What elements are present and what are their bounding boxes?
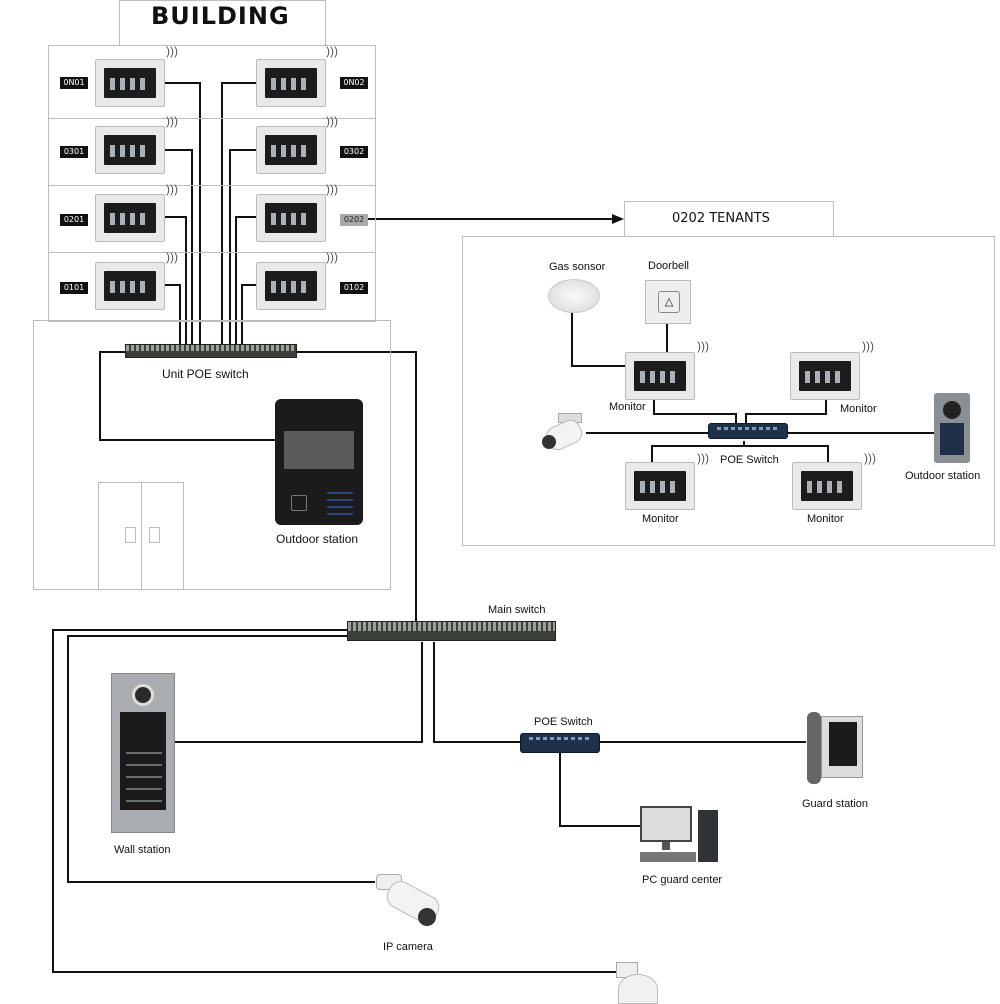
indoor-monitor: [95, 262, 165, 310]
tenants-title: 0202 TENANTS: [672, 211, 770, 226]
unit-tag: 0N01: [60, 77, 88, 89]
indoor-monitor: [256, 126, 326, 174]
wall-station-device: [111, 673, 175, 833]
dome-camera-icon: [612, 958, 658, 1004]
wifi-icon: ))): [166, 114, 178, 128]
tenant-poe-label: POE Switch: [720, 454, 779, 466]
doorbell-label: Doorbell: [648, 260, 689, 272]
tenant-monitor: [790, 352, 860, 400]
monitor-label: Monitor: [807, 513, 844, 525]
tenants-area: [462, 236, 995, 546]
unit-tag-highlighted: 0202: [340, 214, 368, 226]
wifi-icon: ))): [166, 44, 178, 58]
ip-camera-label: IP camera: [383, 941, 433, 953]
building-title: BUILDING: [151, 2, 290, 30]
tenant-outdoor-label: Outdoor station: [905, 470, 981, 482]
wifi-icon: ))): [697, 339, 709, 353]
gas-sensor-device: [548, 279, 600, 313]
indoor-monitor: [95, 194, 165, 242]
unit-tag: 0302: [340, 146, 368, 158]
wifi-icon: ))): [862, 339, 874, 353]
main-switch: [347, 621, 556, 641]
bell-icon: △: [658, 291, 680, 313]
unit-poe-switch: [125, 344, 297, 358]
unit-tag: 0102: [340, 282, 368, 294]
outdoor-station-device: [275, 399, 363, 525]
indoor-monitor: [256, 262, 326, 310]
guard-station-device: [803, 712, 865, 788]
monitor-label: Monitor: [642, 513, 679, 525]
pc-icon: [640, 806, 720, 868]
tenant-poe-switch: [708, 423, 788, 439]
tenant-monitor: [625, 352, 695, 400]
network-poe-label: POE Switch: [534, 716, 593, 728]
pc-guard-label: PC guard center: [642, 874, 723, 886]
tenant-monitor: [625, 462, 695, 510]
main-switch-label: Main switch: [488, 604, 546, 616]
unit-tag: 0301: [60, 146, 88, 158]
tenant-monitor: [792, 462, 862, 510]
indoor-monitor: [256, 59, 326, 107]
entrance-door: [98, 482, 184, 590]
camera-icon: [540, 413, 586, 457]
unit-tag: 0N02: [340, 77, 368, 89]
indoor-monitor: [95, 59, 165, 107]
wifi-icon: ))): [326, 44, 338, 58]
unit-tag: 0101: [60, 282, 88, 294]
doorbell-device: △: [645, 280, 691, 324]
wall-station-label: Wall station: [114, 844, 171, 856]
wifi-icon: ))): [326, 182, 338, 196]
gas-sensor-label: Gas sonsor: [549, 261, 606, 273]
building-outdoor-label: Outdoor station: [276, 532, 359, 546]
monitor-label: Monitor: [840, 403, 877, 415]
network-poe-switch: [520, 733, 600, 753]
indoor-monitor: [256, 194, 326, 242]
ip-camera-icon: [376, 872, 444, 936]
guard-station-label: Guard station: [802, 798, 869, 810]
monitor-label: Monitor: [609, 401, 646, 413]
wifi-icon: ))): [166, 182, 178, 196]
tenant-outdoor-station-device: [934, 393, 970, 463]
wifi-icon: ))): [326, 114, 338, 128]
wifi-icon: ))): [864, 451, 876, 465]
floor-1: [48, 252, 376, 322]
wifi-icon: ))): [697, 451, 709, 465]
unit-poe-switch-label: Unit POE switch: [162, 367, 249, 381]
building-ground-floor: [33, 320, 391, 590]
unit-tag: 0201: [60, 214, 88, 226]
wifi-icon: ))): [166, 250, 178, 264]
indoor-monitor: [95, 126, 165, 174]
wifi-icon: ))): [326, 250, 338, 264]
